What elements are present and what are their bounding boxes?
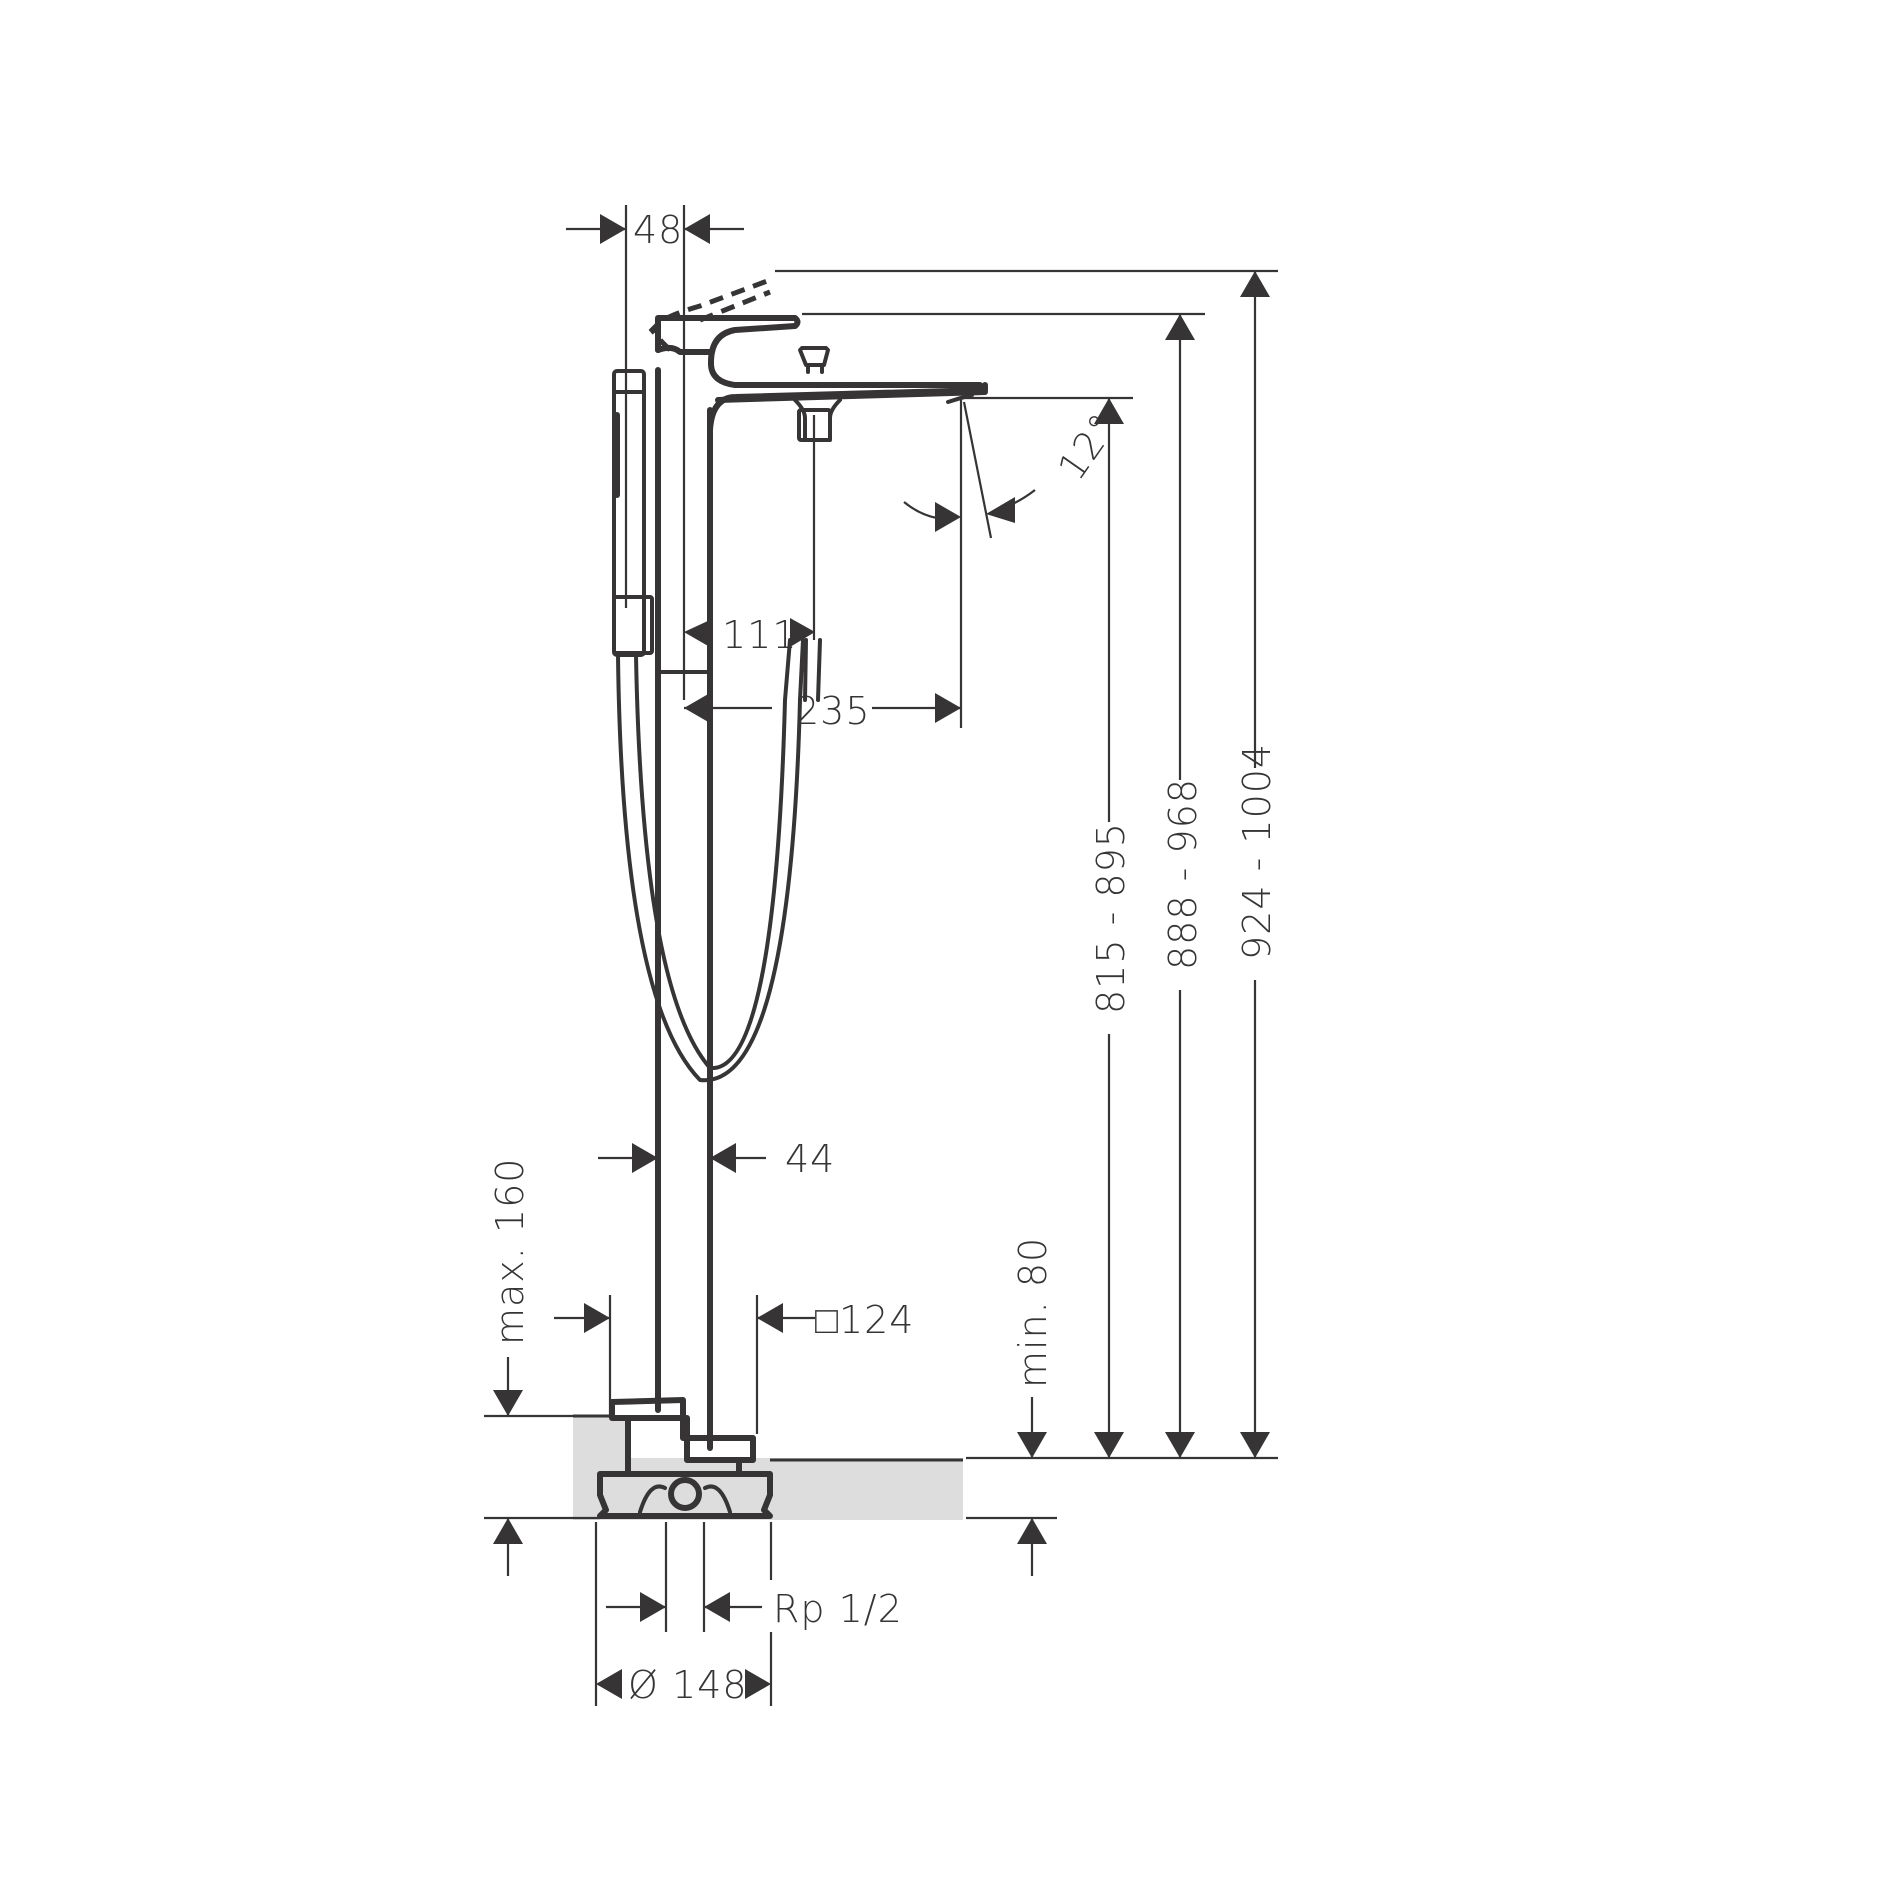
dim-label-spout-reach: 235 — [795, 689, 871, 733]
dim-spout-inner-reach: 111 — [684, 613, 815, 657]
dim-label-connection: Rp 1/2 — [773, 1587, 903, 1631]
dim-height-spout: 815 - 895 — [1089, 398, 1133, 1458]
dim-label-lever-width: 48 — [633, 208, 683, 252]
dim-label-column-diameter: 44 — [785, 1137, 835, 1181]
dim-base-diameter: Ø 148 — [596, 1663, 771, 1707]
dim-label-min-floor: min. 80 — [1011, 1237, 1055, 1388]
dim-height-lever-open: 924 - 1004 — [1235, 271, 1279, 1458]
dim-label-base-plate: □124 — [815, 1298, 914, 1342]
dim-max-floor-depth: max. 160 — [484, 1158, 612, 1576]
dim-spout-angle: 12° — [903, 400, 1126, 728]
dim-label-height-body: 888 - 968 — [1161, 778, 1205, 970]
dim-label-height-lever-open: 924 - 1004 — [1235, 743, 1279, 960]
dim-base-plate: □124 — [554, 1295, 914, 1434]
dim-label-base-diameter: Ø 148 — [628, 1663, 748, 1707]
dim-connection: Rp 1/2 — [594, 1522, 903, 1706]
dim-height-body: 888 - 968 — [1161, 314, 1205, 1458]
dim-spout-reach: 235 — [684, 689, 961, 733]
mixer-body — [597, 277, 988, 1519]
dim-label-height-spout: 815 - 895 — [1089, 822, 1133, 1014]
height-extension-lines — [775, 269, 1278, 1460]
dim-label-spout-inner-reach: 111 — [722, 613, 798, 657]
dim-label-max-floor-depth: max. 160 — [488, 1158, 532, 1345]
dim-lever-width: 48 — [566, 205, 744, 700]
dim-column-diameter: 44 — [598, 1137, 835, 1181]
dim-min-floor: min. 80 — [966, 1237, 1057, 1576]
